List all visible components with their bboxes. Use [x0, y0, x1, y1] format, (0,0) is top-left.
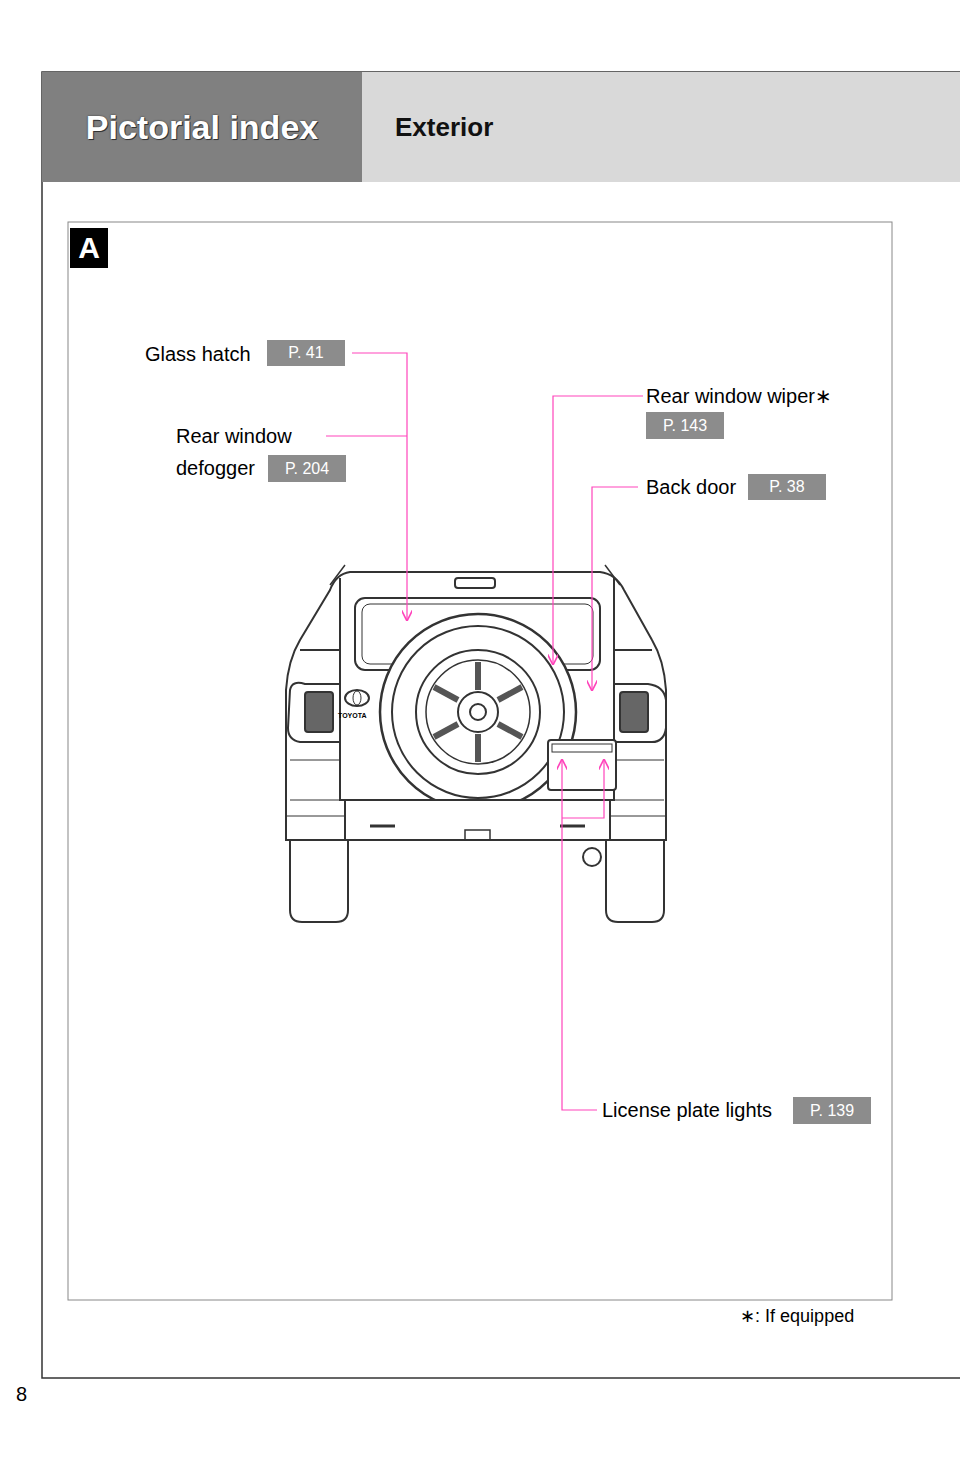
page-ref-text: P. 204 — [285, 460, 329, 478]
page-ref-text: P. 41 — [288, 344, 323, 362]
panel-frame — [68, 222, 892, 1300]
part-name: Rear window defogger — [176, 420, 326, 484]
page-ref: P. 41 — [267, 340, 345, 366]
header-band: Pictorial index — [42, 72, 362, 182]
page-frame — [42, 72, 960, 1378]
footnote: ∗: If equipped — [740, 1302, 854, 1331]
section-letter-text: A — [78, 231, 100, 265]
part-name: Rear window wiper∗ — [646, 380, 832, 412]
page-ref: P. 38 — [748, 474, 826, 500]
part-name: Back door — [646, 471, 736, 503]
leader-lines — [326, 353, 643, 1110]
section-band: Exterior — [362, 72, 960, 182]
page-ref: P. 204 — [268, 455, 346, 482]
vehicle-drawing — [286, 565, 666, 922]
header-band-text: Pictorial index — [86, 108, 318, 147]
part-name: Glass hatch — [145, 338, 251, 370]
page-number: 8 — [16, 1378, 27, 1410]
page-ref: P. 139 — [793, 1097, 871, 1124]
page-ref-text: P. 143 — [663, 417, 707, 435]
page-ref-text: P. 139 — [810, 1102, 854, 1120]
section-band-text: Exterior — [395, 112, 493, 143]
page-ref: P. 143 — [646, 412, 724, 439]
emblem-text: TOYOTA — [338, 712, 367, 719]
part-name: License plate lights — [602, 1094, 772, 1126]
page-ref-text: P. 38 — [769, 478, 804, 496]
section-letter: A — [70, 228, 108, 268]
